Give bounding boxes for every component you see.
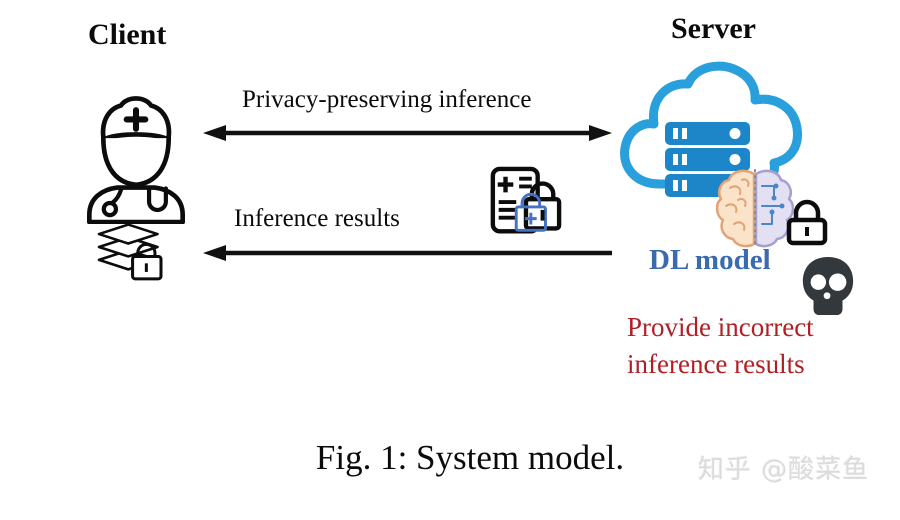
encrypted-layers-icon [92,222,174,284]
doctor-icon [80,84,192,224]
client-title: Client [88,18,167,51]
inference-results-arrow [203,245,612,261]
threat-line-2: inference results [627,349,805,379]
threat-line-1: Provide incorrect [627,312,814,342]
privacy-inference-arrow [203,125,612,141]
cloud-servers-icon [616,56,808,208]
threat-text: Provide incorrect inference results [627,309,814,383]
brain-icon [716,166,794,248]
server-title: Server [671,12,756,45]
lock-icon [782,194,832,246]
skull-icon [799,255,857,319]
watermark: 知乎 @酸菜鱼 [698,455,870,485]
inference-results-label: Inference results [234,205,400,232]
dl-model-label: DL model [649,244,771,276]
encrypted-report-icon [487,166,563,244]
figure-caption: Fig. 1: System model. [315,438,625,477]
privacy-inference-label: Privacy-preserving inference [242,86,532,113]
